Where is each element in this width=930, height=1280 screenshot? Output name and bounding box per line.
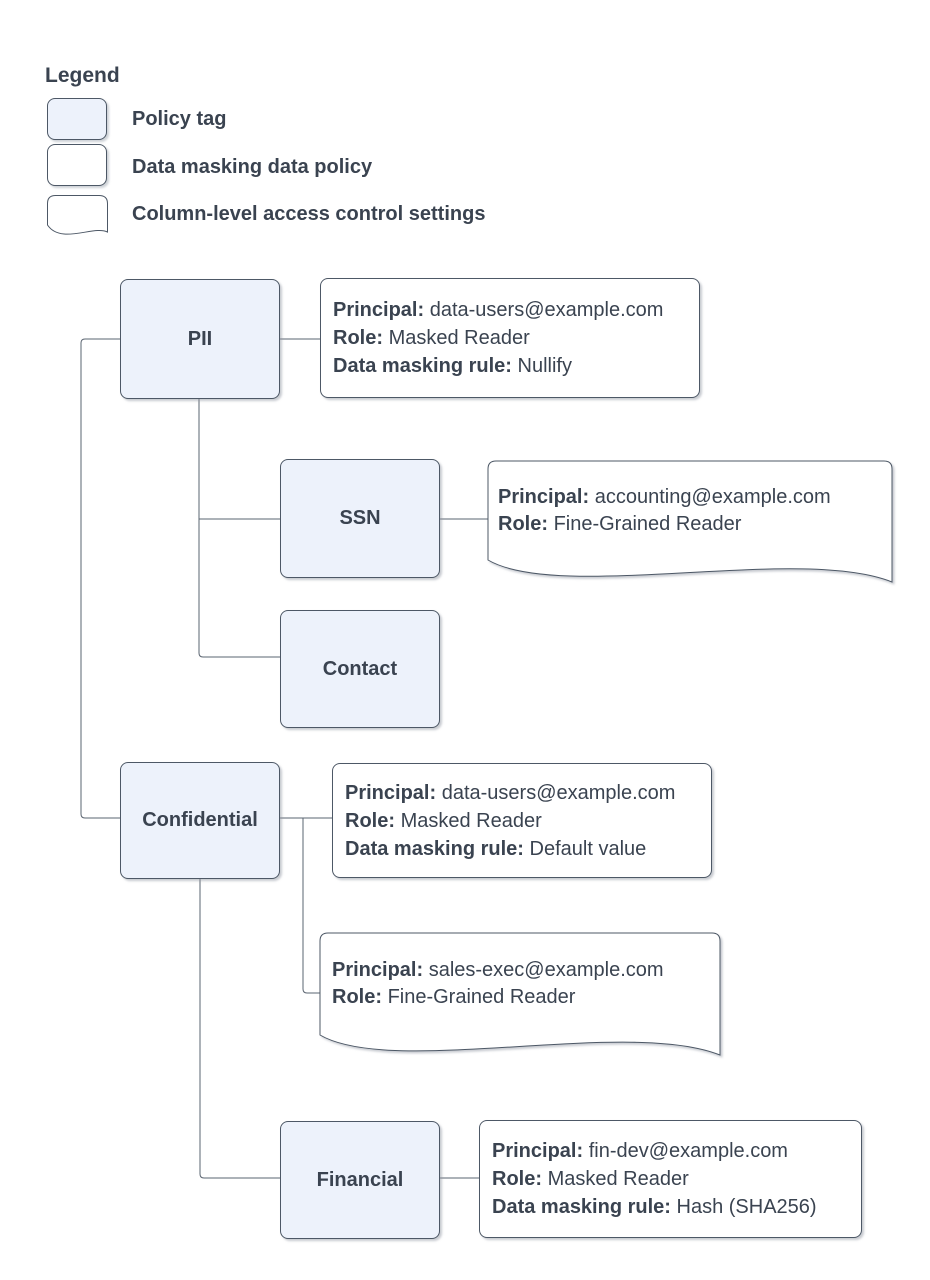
policy-line: Role: Masked Reader	[492, 1168, 689, 1190]
legend-item-data-masking-policy: Data masking data policy	[132, 156, 373, 178]
data-masking-policy-financial: Principal: fin-dev@example.com Role: Mas…	[479, 1120, 862, 1238]
policy-tag-confidential-label: Confidential	[142, 809, 258, 831]
policy-line: Data masking rule: Nullify	[333, 355, 572, 377]
policy-tag-confidential: Confidential	[120, 762, 280, 879]
policy-line: Principal: accounting@example.com	[498, 485, 831, 508]
policy-line: Role: Fine-Grained Reader	[332, 986, 576, 1008]
policy-tag-pii: PII	[120, 279, 280, 399]
policy-line: Role: Masked Reader	[345, 809, 542, 832]
column-access-control-swatch	[47, 195, 108, 235]
confidential-access-document-shape	[319, 932, 721, 1056]
policy-line: Data masking rule: Hash (SHA256)	[492, 1196, 817, 1218]
policy-tag-contact-label: Contact	[322, 657, 398, 680]
policy-tag-financial-label: Financial	[316, 1168, 404, 1191]
connectors	[80, 338, 488, 1179]
policy-line: Role: Masked Reader	[333, 327, 530, 349]
policy-tag-contact: Contact	[280, 610, 440, 728]
data-masking-policy-swatch	[47, 144, 107, 186]
policy-line: Role: Fine-Grained Reader	[498, 512, 742, 535]
connector-pii-contact	[198, 398, 280, 658]
policy-line: Principal: fin-dev@example.com	[492, 1140, 788, 1162]
policy-tag-swatch	[47, 98, 107, 140]
connector-trunk-pii-confidential	[80, 338, 120, 819]
column-access-control-confidential: Principal: sales-exec@example.com Role: …	[320, 933, 712, 1035]
policy-line: Principal: data-users@example.com	[333, 299, 664, 321]
policy-line: Data masking rule: Default value	[345, 837, 647, 860]
policy-tag-ssn: SSN	[280, 459, 440, 578]
data-masking-policy-pii: Principal: data-users@example.com Role: …	[320, 278, 700, 398]
policy-tag-pii-label: PII	[187, 327, 213, 350]
legend-item-policy-tag: Policy tag	[132, 108, 227, 130]
connector-confidential-financial	[199, 879, 280, 1179]
connector-confidential-access-policy	[302, 818, 320, 994]
legend-item-column-access-control: Column-level access control settings	[132, 203, 486, 225]
column-access-control-ssn: Principal: accounting@example.com Role: …	[488, 461, 888, 560]
policy-line: Principal: sales-exec@example.com	[332, 959, 664, 981]
data-masking-policy-confidential: Principal: data-users@example.com Role: …	[332, 763, 712, 878]
document-shapes	[319, 460, 893, 1056]
policy-tag-ssn-label: SSN	[339, 507, 381, 529]
legend-title: Legend	[45, 64, 120, 87]
policy-line: Principal: data-users@example.com	[345, 781, 676, 804]
ssn-access-document-shape	[487, 460, 893, 583]
policy-tag-financial: Financial	[280, 1121, 440, 1239]
